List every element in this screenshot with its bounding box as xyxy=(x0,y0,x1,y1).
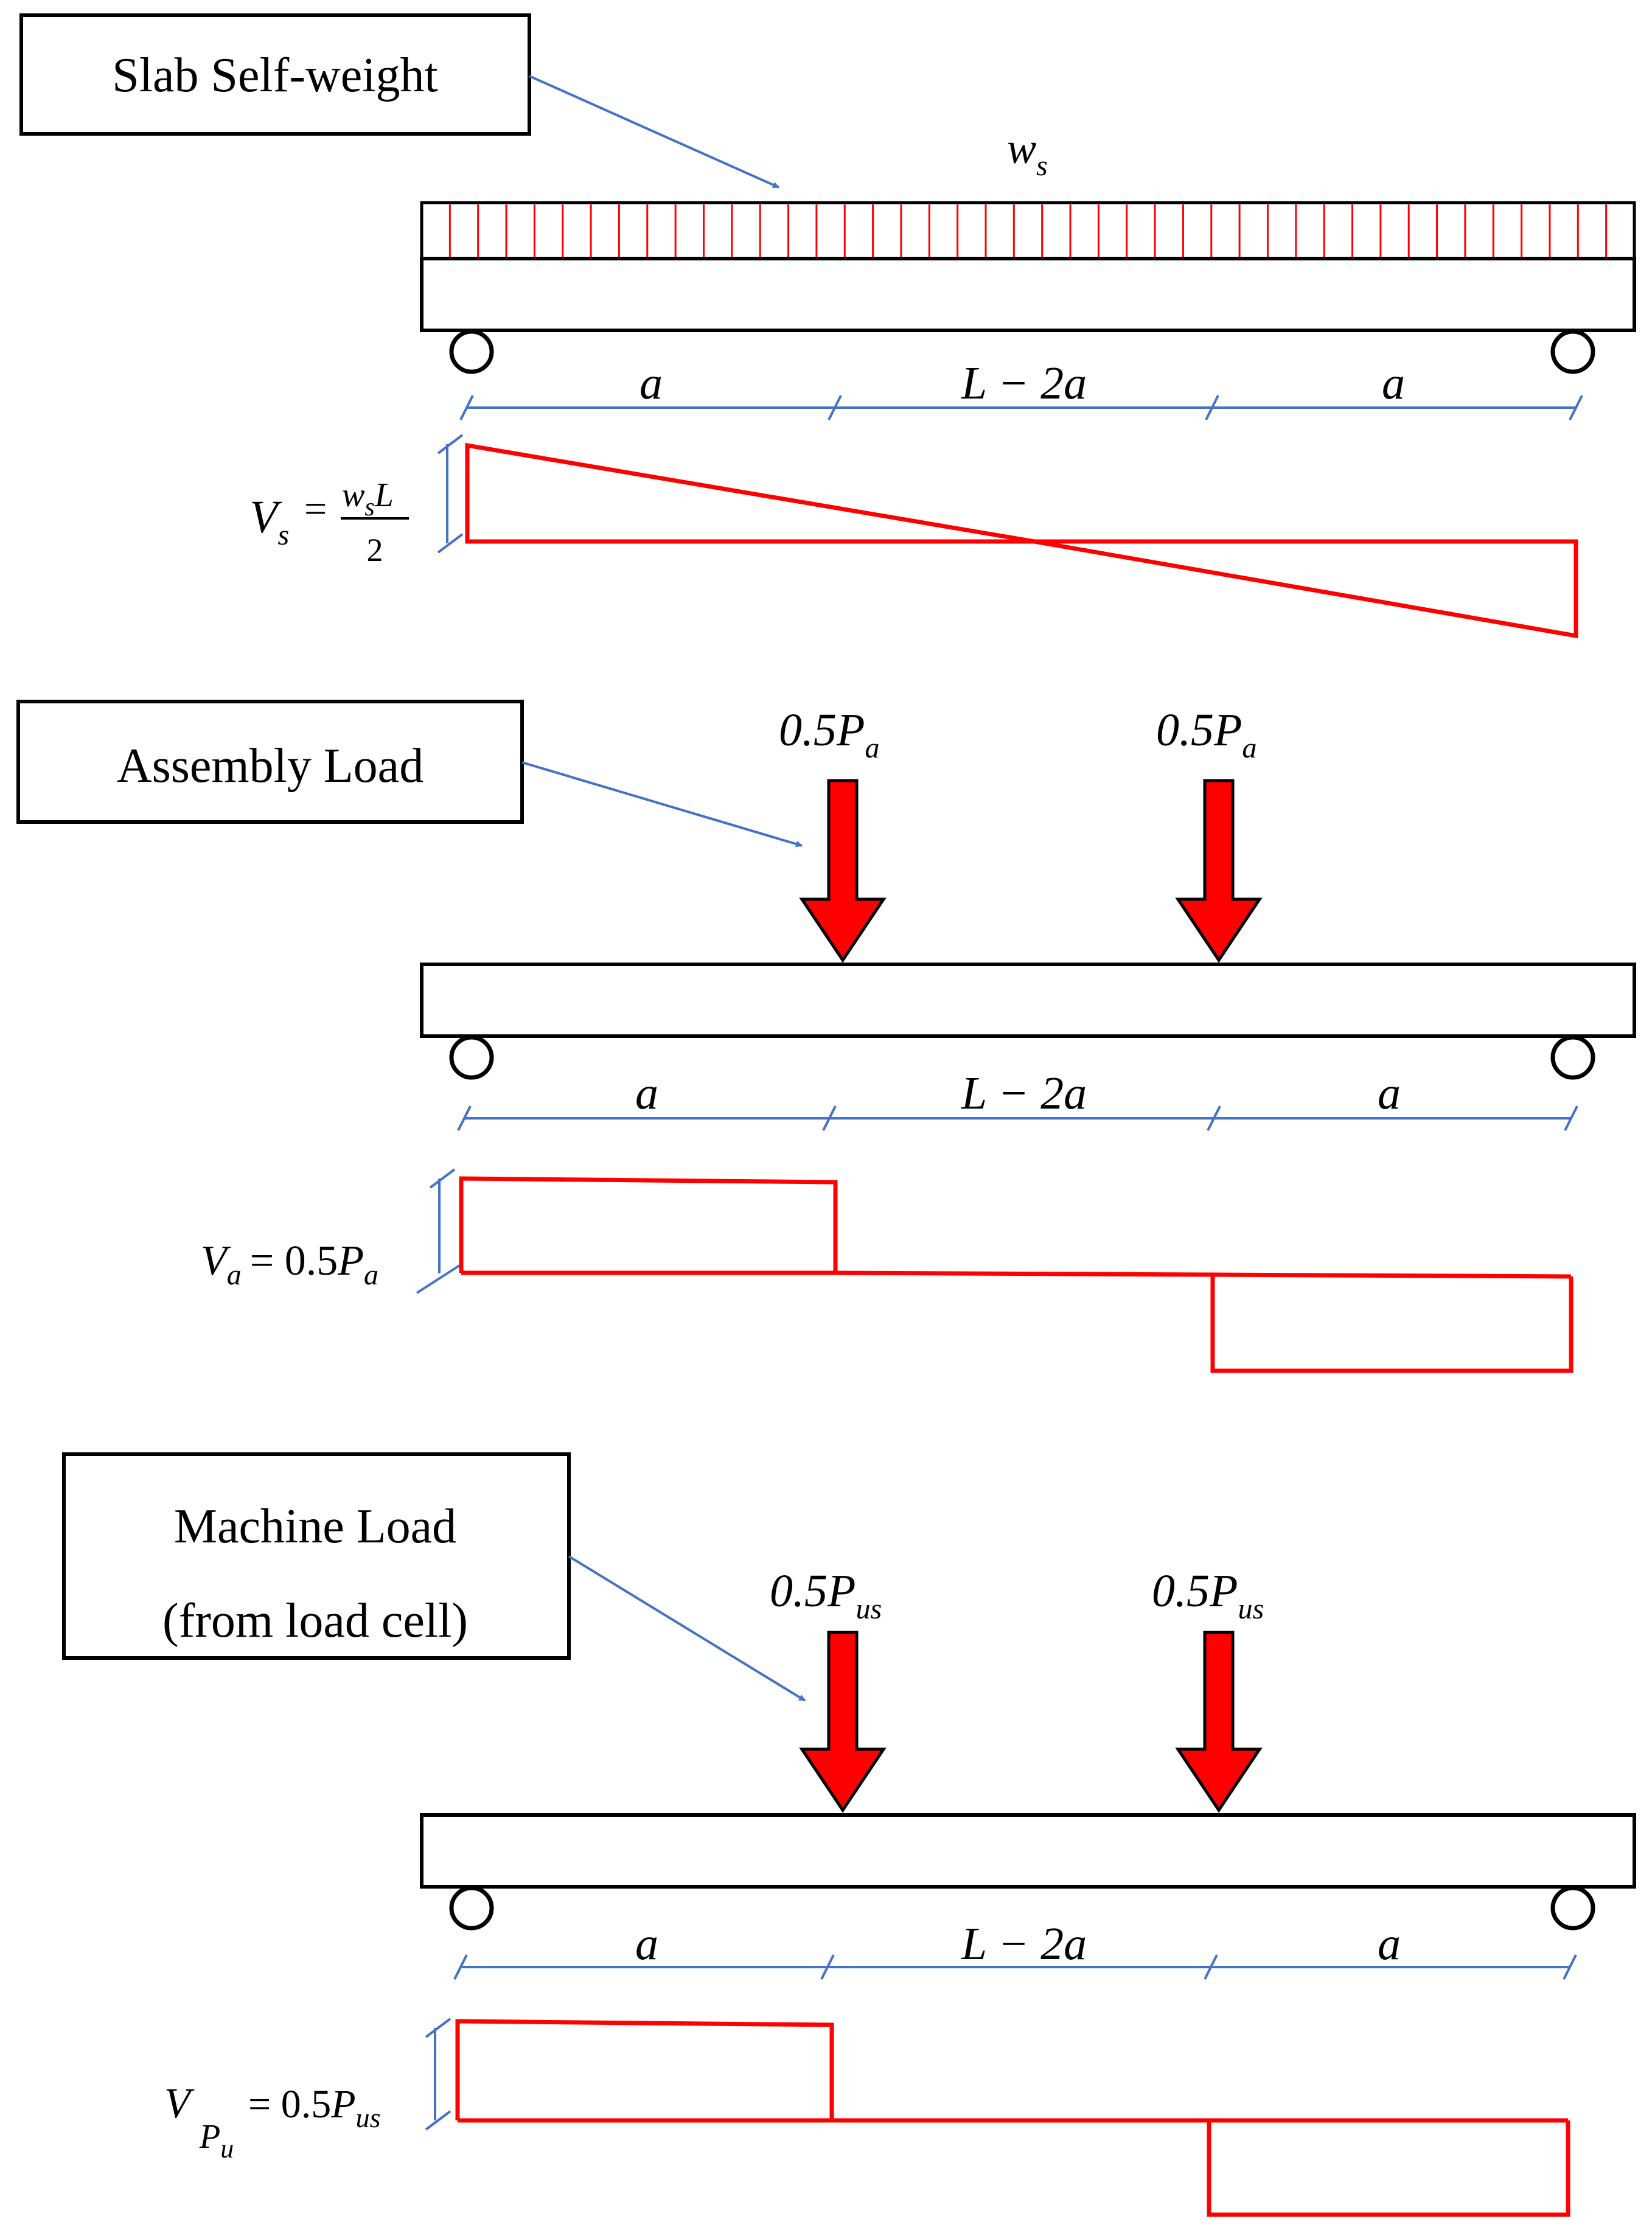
point-load-label-right-assembly: 0.5Pa xyxy=(1156,705,1256,764)
svg-text:= 0.5Pus: = 0.5Pus xyxy=(248,2082,380,2133)
point-load-arrow-left-assembly xyxy=(799,779,887,963)
dimension-line-machine xyxy=(453,1954,1577,1980)
dim-label-middle: L − 2a xyxy=(961,358,1087,409)
svg-text:=: = xyxy=(304,487,327,531)
label-self-weight: Slab Self-weight xyxy=(112,49,437,102)
pointer-arrow-self-weight xyxy=(529,75,780,189)
svg-text:V: V xyxy=(164,2080,195,2127)
shear-magnitude-bracket-assembly xyxy=(416,1168,461,1294)
shear-magnitude-bracket-machine xyxy=(425,2018,451,2131)
dimension-line-self-weight xyxy=(459,395,1583,420)
support-right-self-weight xyxy=(1550,329,1595,374)
dim-label-a-right-machine: a xyxy=(1378,1918,1401,1970)
label-assembly-load: Assembly Load xyxy=(117,739,423,793)
dim-label-a-left-machine: a xyxy=(635,1918,658,1970)
point-load-arrow-right-machine xyxy=(1175,1631,1263,1813)
distributed-load xyxy=(420,201,1636,260)
support-right-assembly xyxy=(1550,1035,1595,1080)
dim-label-a-left-assembly: a xyxy=(635,1068,658,1119)
shear-label-machine: V Pu = 0.5Pus xyxy=(164,2080,380,2164)
dim-label-middle-assembly: L − 2a xyxy=(961,1068,1087,1119)
shear-diagram-assembly xyxy=(459,1176,1574,1373)
support-left-assembly xyxy=(449,1035,494,1080)
shear-label-assembly: Va= 0.5Pa xyxy=(201,1238,378,1291)
load-label-ws: ws xyxy=(1007,124,1048,182)
label-box-assembly xyxy=(16,700,524,824)
dim-label-a-right: a xyxy=(1382,358,1405,409)
beam-machine xyxy=(420,1813,1636,1889)
label-machine-load: Machine Load xyxy=(174,1500,456,1553)
shear-magnitude-bracket-self-weight xyxy=(437,434,464,554)
svg-text:Vs: Vs xyxy=(249,492,289,551)
point-load-label-left-machine: 0.5Pus xyxy=(770,1566,882,1625)
point-load-label-right-machine: 0.5Pus xyxy=(1152,1566,1264,1625)
panel-self-weight: Slab Self-weight ws a L − 2a a xyxy=(19,13,1636,639)
dim-label-a-left: a xyxy=(640,358,663,409)
support-left-self-weight xyxy=(449,329,494,374)
point-load-arrow-right-assembly xyxy=(1175,779,1263,963)
shear-diagram-machine xyxy=(455,2019,1570,2217)
label-box-self-weight xyxy=(19,13,531,136)
label-from-load-cell: (from load cell) xyxy=(162,1594,468,1648)
dim-label-a-right-assembly: a xyxy=(1378,1068,1401,1119)
point-load-arrow-left-machine xyxy=(799,1631,887,1813)
point-load-label-left-assembly: 0.5Pa xyxy=(779,705,879,764)
support-left-machine xyxy=(449,1886,494,1931)
beam-self-weight xyxy=(420,257,1636,332)
pointer-arrow-assembly xyxy=(521,761,803,848)
panel-assembly: Assembly Load 0.5Pa 0.5Pa a L − 2a a xyxy=(16,700,1636,1373)
shear-diagram-self-weight xyxy=(465,442,1578,639)
beam-assembly xyxy=(420,963,1636,1038)
label-box-machine xyxy=(62,1452,571,1660)
support-right-machine xyxy=(1550,1886,1595,1931)
panel-machine: Machine Load (from load cell) 0.5Pus 0.5… xyxy=(62,1452,1636,2217)
svg-text:2: 2 xyxy=(367,532,383,568)
dimension-line-assembly xyxy=(457,1106,1578,1131)
dim-label-middle-machine: L − 2a xyxy=(961,1918,1087,1970)
distributed-load-box xyxy=(420,201,1636,260)
shear-label-self-weight: Vs = wsL 2 xyxy=(249,476,409,568)
pointer-arrow-machine xyxy=(568,1555,806,1702)
svg-text:wsL: wsL xyxy=(342,476,394,521)
svg-text:Pu: Pu xyxy=(199,2118,234,2164)
